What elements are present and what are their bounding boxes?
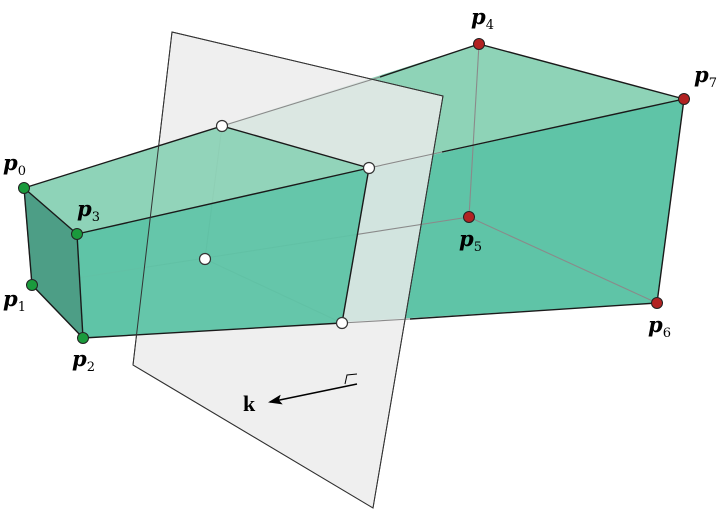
cutting-plane-outline xyxy=(132,31,444,509)
vertex-p4 xyxy=(473,38,485,50)
vertex-p7 xyxy=(678,93,690,105)
intersection-point xyxy=(335,316,349,330)
edge-p0-p4-visible xyxy=(379,43,480,78)
label-p7: p7 xyxy=(694,62,717,91)
vertex-p3 xyxy=(71,228,83,240)
label-p2: p2 xyxy=(72,346,95,375)
intersection-point xyxy=(215,119,229,133)
edge-p3-p7-visible xyxy=(441,98,685,153)
label-p0: p0 xyxy=(3,150,26,179)
intersection-point xyxy=(198,252,212,266)
edge-p4-p5 xyxy=(468,43,480,218)
edge-p5-p6 xyxy=(468,216,658,304)
edge-p4-p7 xyxy=(478,43,685,100)
edge-p2-d xyxy=(82,322,343,339)
vertex-p1 xyxy=(26,279,38,291)
vertices xyxy=(18,38,690,344)
prism-top-slice xyxy=(24,126,369,234)
vertex-p6 xyxy=(651,297,663,309)
edge-p3-p7-behind-plane xyxy=(368,151,443,169)
edge-p2-p6-behind-plane xyxy=(341,318,411,324)
right-angle-mark xyxy=(344,373,358,385)
visible-edges xyxy=(23,43,685,339)
edge-p2-p6-visible xyxy=(409,302,658,320)
vertex-p0 xyxy=(18,182,30,194)
vertex-labels: p0 p1 p2 p3 p4 p5 p6 p7 xyxy=(3,4,717,375)
section-edge-a-c xyxy=(221,125,370,169)
edge-p0-a xyxy=(23,125,223,189)
edge-p7-p6 xyxy=(656,98,685,304)
normal-vector-label: k xyxy=(243,391,256,416)
prism-front-slice xyxy=(77,168,369,338)
label-p5: p5 xyxy=(459,226,482,255)
normal-vector-arrow xyxy=(268,383,358,405)
label-p1: p1 xyxy=(3,286,26,315)
edge-p3-p2 xyxy=(76,233,84,339)
vertex-p2 xyxy=(77,332,89,344)
label-p6: p6 xyxy=(648,312,671,341)
edge-p1-p2-front xyxy=(31,284,84,339)
vertex-p5 xyxy=(463,211,475,223)
label-p3: p3 xyxy=(77,196,100,225)
label-p4: p4 xyxy=(471,4,494,33)
prism-end-face-front xyxy=(24,188,83,338)
edge-p3-c xyxy=(76,167,370,235)
section-edge-c-d xyxy=(341,167,370,324)
intersection-point xyxy=(362,161,376,175)
edge-p0-p3 xyxy=(23,187,78,235)
normal-vector: k xyxy=(243,373,358,416)
intersection-points xyxy=(198,119,376,330)
edge-p0-p4-behind-plane xyxy=(221,76,381,127)
edge-p0-p1-front xyxy=(23,187,33,286)
